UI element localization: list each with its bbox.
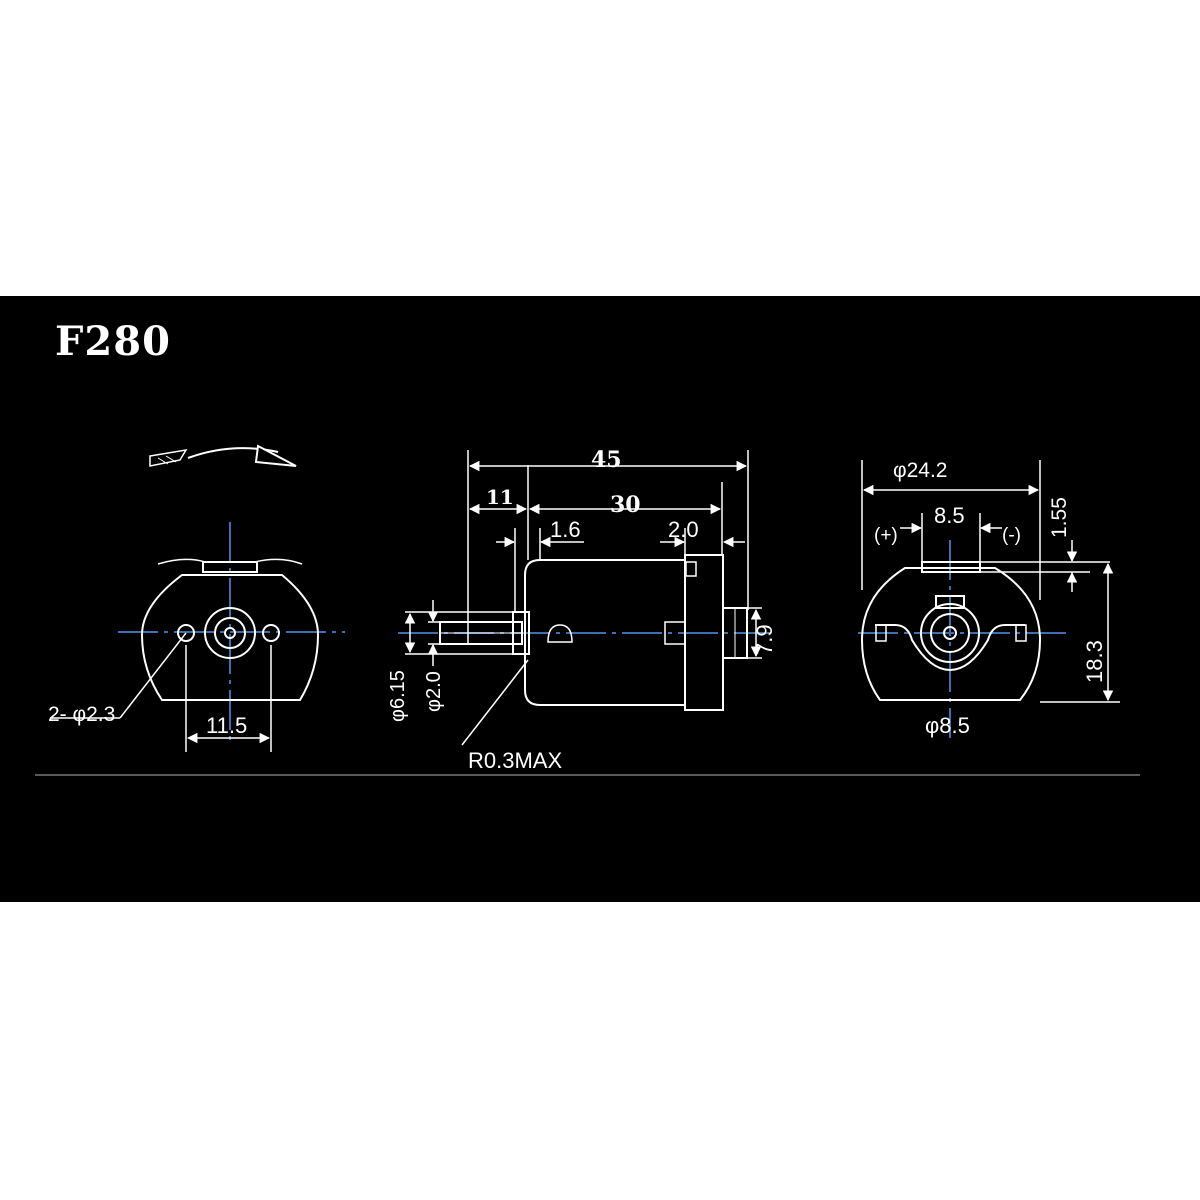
front-boss	[204, 607, 256, 659]
side-view	[398, 450, 770, 746]
rear-view	[858, 460, 1120, 738]
bearing-diameter-label: φ8.5	[925, 713, 970, 738]
minus-terminal-label: (-)	[1002, 525, 1021, 546]
rear-flange-label: 2.0	[668, 517, 699, 542]
hole-label: 2- φ2.3	[48, 703, 115, 726]
front-body-outline	[140, 574, 320, 701]
side-body	[524, 559, 686, 706]
plus-terminal-label: (+)	[874, 525, 898, 546]
terminal-offset-label: 1.55	[1048, 497, 1071, 538]
body-length-label: 30	[610, 492, 641, 518]
shaft-diameter-label: φ2.0	[423, 671, 445, 712]
front-boss-length-label: 1.6	[550, 517, 581, 542]
f280-technical-drawing: 2- φ2.3 11.5	[35, 444, 1140, 776]
boss-diameter-label: φ6.15	[387, 670, 409, 722]
overall-length-label: 45	[591, 447, 622, 473]
rear-boss-label: 7.9	[752, 624, 777, 655]
rotation-arrow-icon	[149, 444, 297, 467]
drawing-panel: 2- φ2.3 11.5	[0, 296, 1200, 902]
front-boss-side	[512, 611, 530, 655]
hole-spacing-label: 11.5	[206, 713, 247, 738]
mounting-hole-right	[262, 624, 280, 642]
shaft-length-label: 11	[486, 485, 514, 509]
rear-bearing-outer	[920, 603, 980, 663]
body-diameter-label: φ24.2	[893, 459, 948, 482]
mounting-hole-left	[177, 624, 195, 642]
front-view	[50, 444, 345, 752]
radius-note-label: R0.3MAX	[468, 748, 562, 773]
height-label: 18.3	[1082, 640, 1107, 683]
model-title: F280	[55, 318, 171, 365]
terminal-spacing-label: 8.5	[934, 503, 965, 528]
rear-body-outline	[860, 567, 1042, 701]
